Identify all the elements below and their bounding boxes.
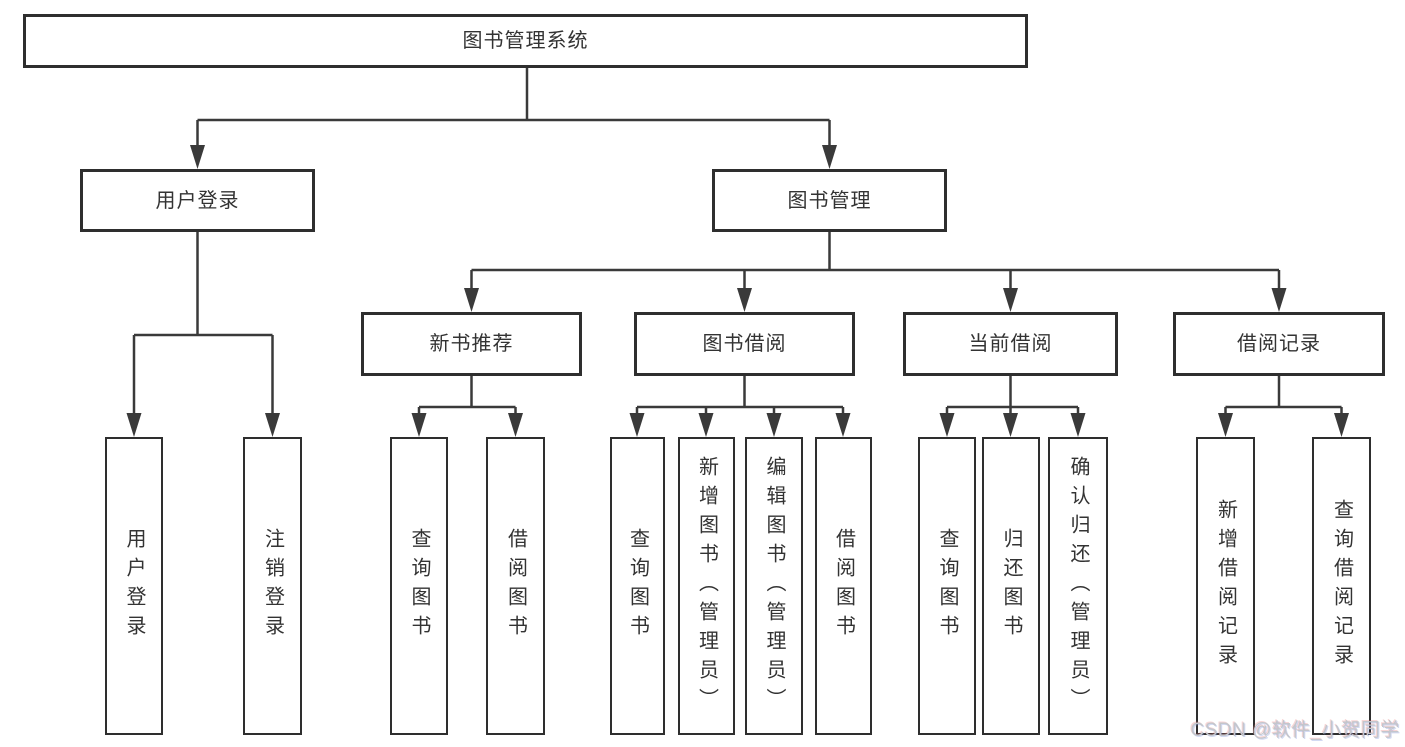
leaf-query-borrow-record: 查询借阅记录 xyxy=(1312,437,1371,735)
node-current-borrowing-label: 当前借阅 xyxy=(968,333,1053,355)
leaf-borrow-books-recommend: 借阅图书 xyxy=(486,437,545,735)
node-borrow-records: 借阅记录 xyxy=(1173,312,1385,376)
leaf-add-borrow-record-label: 新增借阅记录 xyxy=(1214,499,1237,673)
connector-current-to-leaves xyxy=(945,376,1080,416)
leaf-query-books-current: 查询图书 xyxy=(918,437,976,735)
leaf-user-login: 用户登录 xyxy=(105,437,163,735)
leaf-add-books-admin-label: 新增图书（管理员） xyxy=(695,455,718,717)
connector-book-mgmt-to-level3 xyxy=(470,232,1281,290)
leaf-logout-label: 注销登录 xyxy=(261,528,284,644)
leaf-return-books: 归还图书 xyxy=(982,437,1040,735)
connector-new-book-to-leaves xyxy=(417,376,517,416)
arrowheads xyxy=(126,145,1349,437)
leaf-query-books-recommend: 查询图书 xyxy=(390,437,448,735)
node-book-management: 图书管理 xyxy=(712,169,947,232)
leaf-user-login-label: 用户登录 xyxy=(123,528,145,644)
csdn-watermark: CSDN @软件_小贺同学 xyxy=(1190,720,1400,741)
leaf-logout: 注销登录 xyxy=(243,437,302,735)
leaf-query-books-borrow: 查询图书 xyxy=(610,437,665,735)
leaf-confirm-return-admin: 确认归还（管理员） xyxy=(1048,437,1108,735)
node-user-login-label: 用户登录 xyxy=(155,189,240,212)
node-current-borrowing: 当前借阅 xyxy=(903,312,1118,376)
leaf-add-borrow-record: 新增借阅记录 xyxy=(1196,437,1255,735)
leaf-borrow-books-label: 借阅图书 xyxy=(832,528,855,644)
leaf-query-books-recommend-label: 查询图书 xyxy=(408,528,430,644)
node-book-borrowing: 图书借阅 xyxy=(634,312,855,376)
node-book-management-label: 图书管理 xyxy=(787,189,872,212)
node-new-book-recommend: 新书推荐 xyxy=(361,312,582,376)
node-new-book-recommend-label: 新书推荐 xyxy=(429,333,514,355)
node-root: 图书管理系统 xyxy=(23,14,1028,68)
leaf-query-books-borrow-label: 查询图书 xyxy=(626,528,649,644)
leaf-query-borrow-record-label: 查询借阅记录 xyxy=(1330,499,1353,673)
leaf-confirm-return-admin-label: 确认归还（管理员） xyxy=(1067,455,1089,717)
node-borrow-records-label: 借阅记录 xyxy=(1237,333,1321,355)
connector-user-login-to-leaves xyxy=(132,232,274,416)
node-book-borrowing-label: 图书借阅 xyxy=(702,333,787,355)
leaf-edit-books-admin-label: 编辑图书（管理员） xyxy=(763,455,785,717)
leaf-borrow-books: 借阅图书 xyxy=(815,437,872,735)
connector-record-to-leaves xyxy=(1224,376,1343,416)
leaf-add-books-admin: 新增图书（管理员） xyxy=(678,437,735,735)
connector-borrow-to-leaves xyxy=(635,376,845,416)
leaf-query-books-current-label: 查询图书 xyxy=(936,528,958,644)
leaf-edit-books-admin: 编辑图书（管理员） xyxy=(745,437,803,735)
connector-root-to-level2 xyxy=(196,68,831,147)
node-root-label: 图书管理系统 xyxy=(462,30,589,52)
node-user-login: 用户登录 xyxy=(80,169,315,232)
leaf-return-books-label: 归还图书 xyxy=(1000,528,1022,644)
leaf-borrow-books-recommend-label: 借阅图书 xyxy=(504,528,527,644)
